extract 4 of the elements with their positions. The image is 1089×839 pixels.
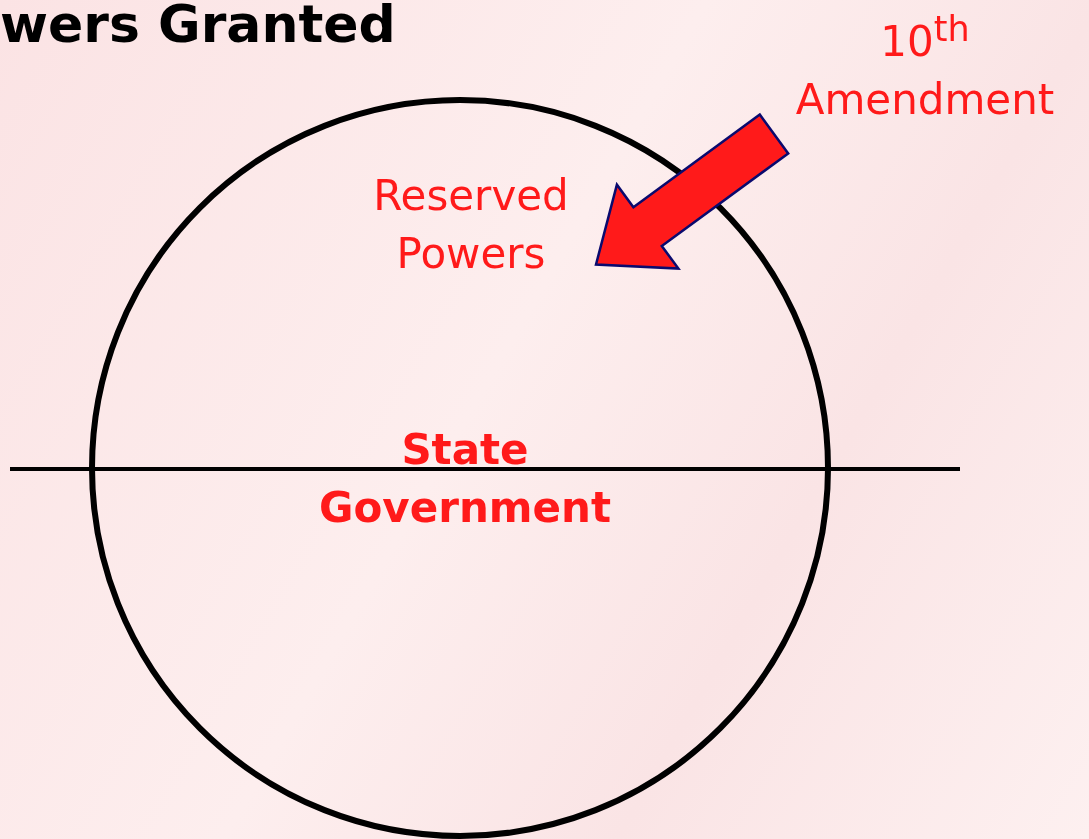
section-label: State Government	[318, 424, 612, 534]
slide-title: wers Granted	[0, 0, 396, 54]
block-arrow	[594, 112, 790, 270]
text-label: Reserved Powers	[346, 167, 596, 297]
